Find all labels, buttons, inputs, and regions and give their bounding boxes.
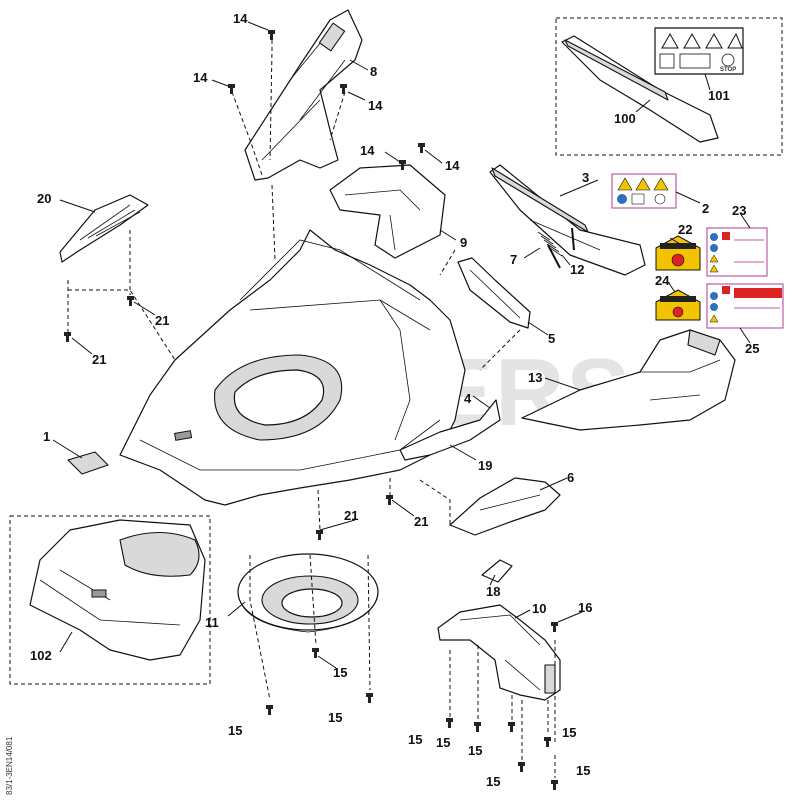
callout-5: 5: [548, 331, 555, 346]
callout-8: 8: [370, 64, 377, 79]
part-12-rod: [547, 227, 575, 269]
callout-15: 15: [486, 774, 500, 789]
callout-1: 1: [43, 429, 50, 444]
callout-23: 23: [732, 203, 746, 218]
callout-9: 9: [460, 235, 467, 250]
part-23-instruction-label: [706, 227, 768, 277]
callout-14: 14: [233, 11, 248, 26]
part-13-discharge-chute: [521, 329, 736, 431]
callout-15: 15: [328, 710, 342, 725]
part-5-deflector: [457, 257, 531, 329]
callout-21: 21: [92, 352, 106, 367]
callout-15: 15: [562, 725, 576, 740]
inset-box-deck-variant: [9, 515, 211, 685]
part-22-warning-sticker: [655, 235, 701, 271]
callout-15: 15: [408, 732, 422, 747]
callout-numbers: 14 14 14 14 14 8 9 20 21 21 21 21 1 3 2 …: [30, 11, 759, 789]
callout-100: 100: [614, 111, 636, 126]
callout-13: 13: [528, 370, 542, 385]
part-18-clip: [481, 559, 513, 583]
part-8-rear-cover: [244, 9, 363, 181]
part-24-warning-sticker: [655, 289, 701, 321]
callout-14: 14: [368, 98, 383, 113]
part-main-deck-housing: [119, 229, 466, 506]
callout-22: 22: [678, 222, 692, 237]
stop-text: STOP: [720, 67, 736, 73]
part-3-rear-flap: [489, 164, 646, 276]
callout-15: 15: [468, 743, 482, 758]
callout-15: 15: [436, 735, 450, 750]
part-102-deck-variant: [29, 519, 206, 661]
callout-6: 6: [567, 470, 574, 485]
callout-14: 14: [360, 143, 375, 158]
part-9-bracket: [329, 164, 446, 259]
callout-15: 15: [576, 763, 590, 778]
part-19-side-strip: [399, 399, 501, 461]
callout-3: 3: [582, 170, 589, 185]
callout-102: 102: [30, 648, 52, 663]
callout-21: 21: [155, 313, 169, 328]
part-10-frame: [437, 604, 561, 701]
callout-18: 18: [486, 584, 500, 599]
drawing-code: 83/1-3EN14/081: [5, 736, 14, 795]
part-20-side-rail: [59, 194, 149, 263]
callout-2: 2: [702, 201, 709, 216]
callout-15: 15: [333, 665, 347, 680]
callout-24: 24: [655, 273, 670, 288]
part-2-warning-label: [611, 173, 677, 209]
callout-15: 15: [228, 723, 242, 738]
callout-4: 4: [464, 391, 472, 406]
part-6-flap: [449, 477, 561, 536]
callout-16: 16: [578, 600, 592, 615]
callout-10: 10: [532, 601, 546, 616]
part-25-instruction-label: [706, 283, 784, 329]
callout-12: 12: [570, 262, 584, 277]
part-11-cutting-cylinder: [237, 553, 379, 633]
callout-14: 14: [193, 70, 208, 85]
part-1-plate: [67, 451, 109, 475]
callout-7: 7: [510, 252, 517, 267]
part-100-handle-flap: [561, 35, 719, 143]
callout-11: 11: [205, 615, 219, 630]
callout-19: 19: [478, 458, 492, 473]
callout-14: 14: [445, 158, 460, 173]
inset-box-handle-option: [555, 17, 783, 156]
callout-101: 101: [708, 88, 730, 103]
part-7-spring: [537, 231, 563, 257]
callout-25: 25: [745, 341, 759, 356]
callout-21: 21: [414, 514, 428, 529]
assembly-guide-lines: [67, 40, 556, 778]
fastener-screws: [64, 30, 558, 790]
part-101-warning-label: STOP: [654, 27, 744, 75]
callout-20: 20: [37, 191, 51, 206]
callout-21: 21: [344, 508, 358, 523]
callout-leader-lines: [52, 21, 751, 669]
